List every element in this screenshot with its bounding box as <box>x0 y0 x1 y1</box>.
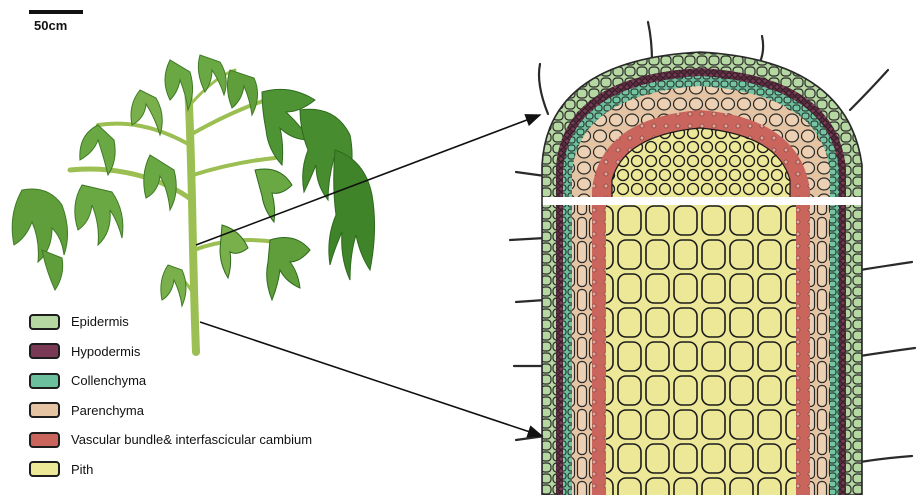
legend-swatch <box>29 461 60 477</box>
tomato-plant-illustration <box>12 55 374 352</box>
legend-swatch <box>29 343 60 359</box>
scale-bar <box>29 10 83 14</box>
legend-swatch <box>29 314 60 330</box>
legend-item-pith: Pith <box>29 460 312 479</box>
legend-item-collenchyma: Collenchyma <box>29 371 312 390</box>
legend-swatch <box>29 432 60 448</box>
legend-item-epidermis: Epidermis <box>29 312 312 331</box>
legend-label: Pith <box>71 462 93 477</box>
legend-label: Collenchyma <box>71 373 146 388</box>
scale-bar-label: 50cm <box>34 18 67 33</box>
stem-section-illustration <box>510 22 915 495</box>
legend: Epidermis Hypodermis Collenchyma Parench… <box>29 312 312 489</box>
legend-label: Epidermis <box>71 314 129 329</box>
legend-label: Parenchyma <box>71 403 144 418</box>
legend-item-hypodermis: Hypodermis <box>29 342 312 361</box>
legend-swatch <box>29 373 60 389</box>
legend-swatch <box>29 402 60 418</box>
legend-label: Hypodermis <box>71 344 140 359</box>
legend-item-vascular-bundle: Vascular bundle& interfascicular cambium <box>29 430 312 449</box>
legend-label: Vascular bundle& interfascicular cambium <box>71 432 312 447</box>
legend-item-parenchyma: Parenchyma <box>29 401 312 420</box>
